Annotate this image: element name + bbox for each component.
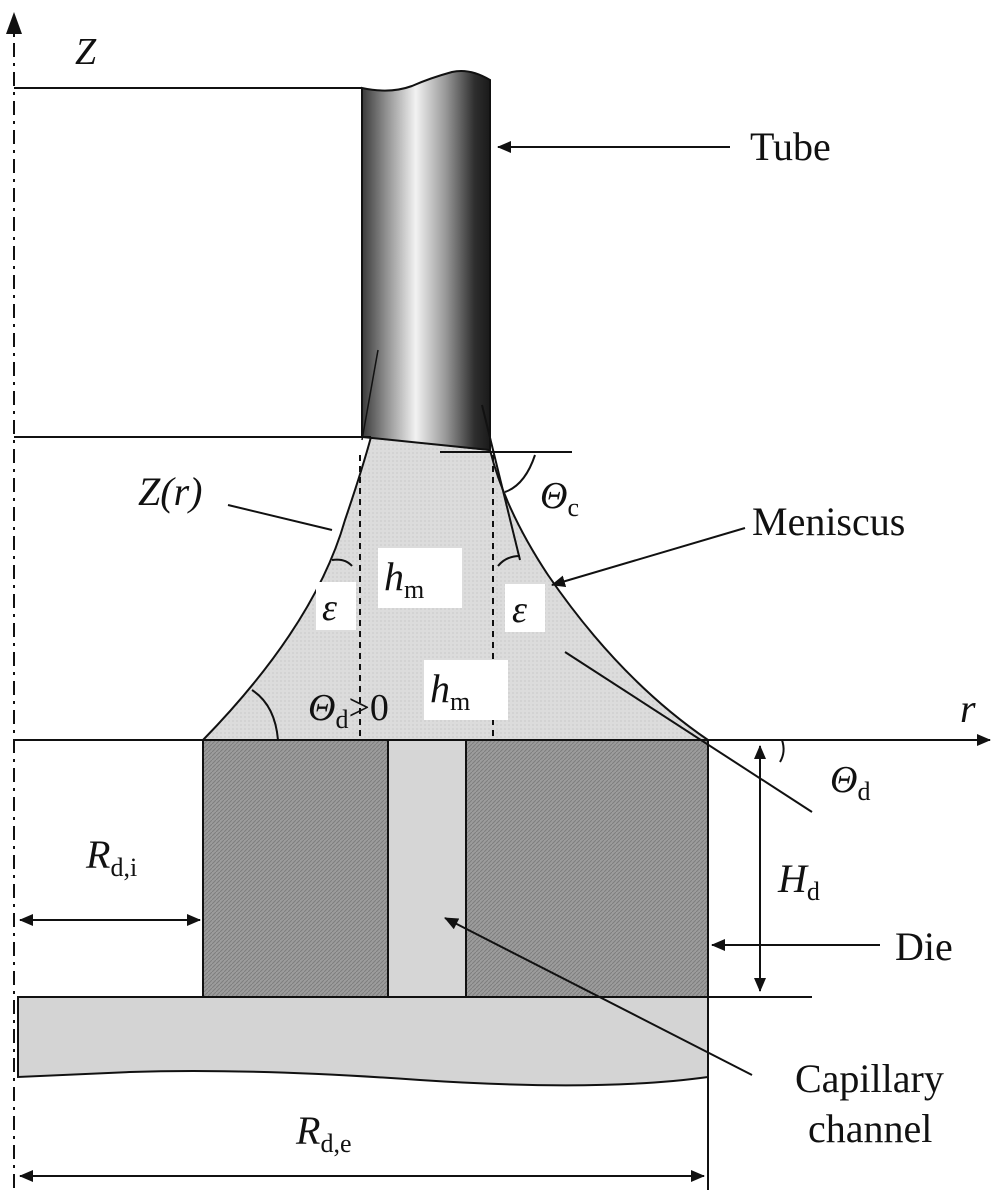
base-plate — [17, 996, 709, 1087]
meniscus-label: Meniscus — [752, 499, 905, 544]
hm-upper-label: hm — [384, 554, 424, 604]
theta-d-tangent — [564, 651, 813, 813]
z-of-r-callout — [227, 504, 333, 531]
theta-d-label: Θd — [830, 759, 870, 806]
theta-c-label: Θc — [540, 475, 579, 522]
epsilon-right-bg — [505, 584, 545, 632]
z-axis-arrowhead — [6, 12, 22, 34]
capillary-label-line2: channel — [808, 1106, 932, 1151]
rde-label: Rd,e — [295, 1108, 351, 1158]
epsilon-left-label: ε — [322, 587, 337, 629]
rdi-label: Rd,i — [85, 832, 137, 882]
hd-label: Hd — [777, 856, 820, 906]
tube — [361, 70, 491, 452]
epsilon-arc-right — [497, 555, 521, 567]
left-tangent — [361, 349, 379, 441]
theta-c-tangent — [481, 404, 521, 561]
die-left-block — [202, 739, 389, 998]
hm-lower-bg — [424, 660, 508, 720]
die-label: Die — [895, 924, 953, 969]
capillary-label-line1: Capillary — [795, 1056, 944, 1101]
theta-c-arc — [504, 454, 536, 493]
capillary-channel — [387, 739, 467, 998]
epsilon-right-label: ε — [512, 589, 527, 631]
die-right-block — [465, 739, 709, 998]
hm-lower-label: hm — [430, 666, 470, 716]
theta-d-positive-label: Θd>0 — [308, 687, 389, 734]
z-of-r-label: Z(r) — [138, 469, 202, 514]
theta-d-arc — [779, 739, 785, 763]
theta-d-positive-arc — [251, 689, 279, 741]
tube-label: Tube — [750, 124, 831, 169]
epsilon-arc-left — [331, 558, 353, 567]
z-axis-label: Z — [75, 31, 97, 73]
meniscus-callout-arrow — [551, 527, 746, 588]
capillary-callout-arrow — [444, 917, 753, 1076]
epsilon-left-bg — [316, 582, 356, 630]
hm-upper-bg — [378, 548, 462, 608]
r-axis-label: r — [960, 686, 976, 731]
